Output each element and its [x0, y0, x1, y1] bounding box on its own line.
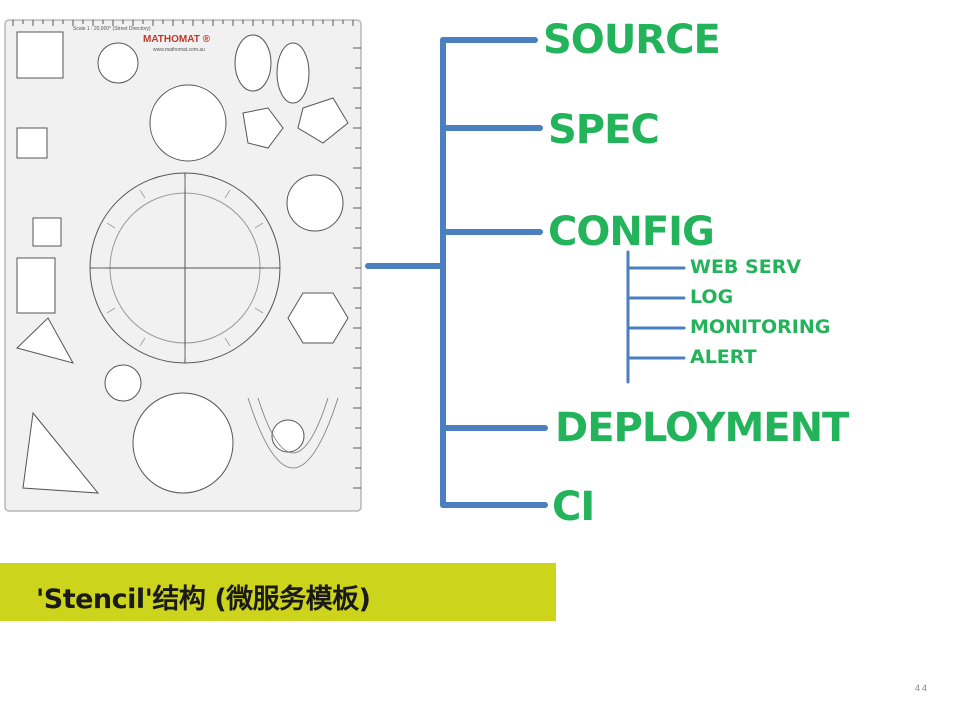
page-number: 44 — [914, 683, 929, 693]
node-log: LOG — [690, 286, 734, 308]
mathomat-stencil-image: MATHOMAT ® www.mathomat.com.au Scale 1 :… — [4, 19, 362, 512]
stencil-scale: Scale 1 : 20,000° (Street Directory) — [73, 26, 151, 32]
ruler-ticks-top — [12, 20, 354, 26]
node-deployment: DEPLOYMENT — [555, 405, 849, 451]
ruler-ticks-right — [353, 47, 361, 489]
node-alert: ALERT — [690, 346, 757, 368]
node-monitoring: MONITORING — [690, 316, 831, 338]
node-spec: SPEC — [548, 107, 660, 153]
node-config: CONFIG — [548, 209, 715, 255]
node-web-serv: WEB SERV — [690, 256, 802, 278]
node-ci: CI — [552, 484, 595, 530]
stencil-website: www.mathomat.com.au — [153, 47, 205, 53]
node-source: SOURCE — [543, 17, 721, 63]
stencil-brand: MATHOMAT ® — [143, 34, 211, 45]
structure-tree-lines — [365, 37, 686, 508]
caption-text: 'Stencil'结构 (微服务模板) — [36, 584, 371, 615]
caption-banner: 'Stencil'结构 (微服务模板) — [0, 563, 556, 621]
